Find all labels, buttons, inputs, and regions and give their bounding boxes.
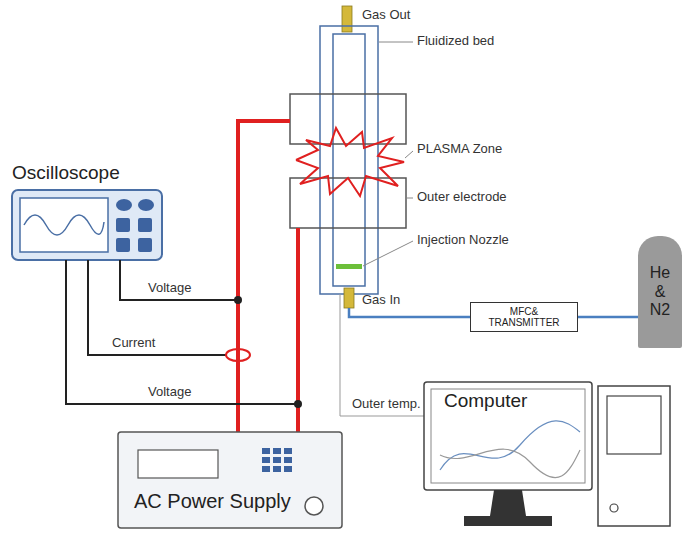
power-knob — [305, 497, 323, 515]
part-label: Gas In — [362, 293, 400, 308]
power-wire — [238, 121, 290, 432]
computer-monitor: Computer — [424, 382, 592, 490]
power-supply-body — [118, 432, 342, 528]
power-button — [610, 504, 618, 512]
key — [262, 457, 270, 463]
probe-wire — [88, 260, 226, 355]
key — [262, 448, 270, 454]
knob — [138, 199, 154, 211]
button — [116, 238, 130, 252]
outer-electrode — [290, 94, 406, 144]
oscilloscope-screen — [20, 198, 108, 252]
power-supply-box: AC Power Supply — [118, 432, 342, 528]
leader-line — [363, 241, 413, 266]
button — [138, 238, 152, 252]
monitor-stand — [490, 490, 526, 516]
part-label: Voltage — [148, 281, 191, 296]
key — [284, 448, 292, 454]
node-label: He & N2 — [643, 264, 677, 319]
part-label: Outer electrode — [417, 190, 507, 205]
reactor-outer-tube — [320, 26, 378, 294]
leader-line — [407, 198, 413, 199]
sine-wave — [24, 215, 104, 235]
node-label: Oscilloscope — [12, 162, 120, 184]
key — [284, 457, 292, 463]
key — [262, 466, 270, 472]
thermocouple-line — [340, 294, 424, 416]
gas-line — [349, 308, 470, 317]
current-probe — [226, 349, 250, 361]
key — [284, 466, 292, 472]
graph-curve — [440, 421, 580, 470]
knob — [116, 199, 132, 211]
node-label: Computer — [444, 390, 527, 412]
key — [273, 466, 281, 472]
part-label: Current — [112, 336, 155, 351]
oscilloscope-box: Oscilloscope — [12, 190, 162, 260]
mfc-box: MFC& TRANSMITTER — [470, 302, 578, 332]
probe-wire — [66, 260, 298, 404]
button — [138, 218, 152, 232]
part-label: Fluidized bed — [417, 34, 494, 49]
button — [116, 218, 130, 232]
junction-dot — [294, 400, 302, 408]
part-label: PLASMA Zone — [417, 142, 502, 157]
plasma-discharge — [296, 128, 404, 196]
computer-tower — [598, 386, 670, 526]
monitor-frame — [424, 382, 592, 490]
gas-line — [578, 316, 638, 319]
gas-out-pipe — [342, 6, 352, 32]
probe-wire — [120, 260, 238, 300]
node-label: AC Power Supply — [134, 490, 291, 513]
power-supply-display — [138, 450, 218, 478]
outer-electrode — [290, 178, 406, 228]
fluidized-bed-tube — [333, 34, 365, 286]
key — [273, 457, 281, 463]
node-label: MFC& TRANSMITTER — [484, 306, 564, 329]
injection-nozzle — [336, 264, 362, 269]
drive-bay — [607, 396, 661, 454]
key — [273, 448, 281, 454]
gas-in-pipe — [344, 288, 354, 308]
part-label: Outer temp. — [352, 397, 421, 412]
monitor-screen — [431, 389, 585, 483]
graph-curve — [440, 449, 580, 477]
part-label: Injection Nozzle — [417, 233, 509, 248]
junction-dot — [234, 296, 242, 304]
part-label: Gas Out — [362, 8, 410, 23]
part-label: Voltage — [148, 385, 191, 400]
leader-line — [379, 42, 413, 43]
monitor-base — [464, 516, 552, 526]
leader-line — [405, 151, 413, 158]
gas-cylinder: He & N2 — [638, 236, 682, 348]
oscilloscope-body — [12, 190, 162, 260]
